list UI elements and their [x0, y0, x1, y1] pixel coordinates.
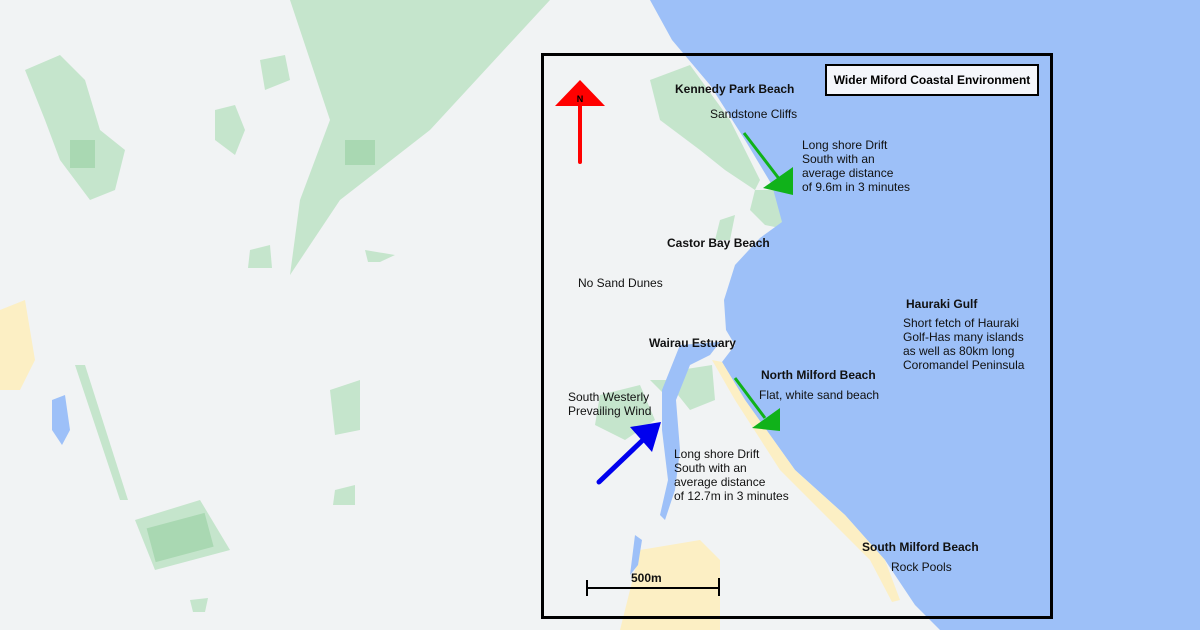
label-prevailing-wind: South Westerly Prevailing Wind [568, 390, 652, 418]
label-flat-sand-beach: Flat, white sand beach [759, 388, 880, 402]
north-arrow: N [555, 80, 605, 164]
park-areas [25, 0, 790, 612]
label-sandstone-cliffs: Sandstone Cliffs [710, 107, 798, 121]
stream [630, 535, 642, 575]
wairau-estuary [660, 342, 720, 520]
drift-arrow-north [742, 132, 793, 195]
label-drift-north: Long shore Drift South with an average d… [802, 138, 911, 194]
sand-beach [712, 360, 900, 602]
label-hauraki-description: Short fetch of Hauraki Golf-Has many isl… [903, 316, 1025, 372]
sand-area-south [620, 540, 720, 630]
north-arrow-icon [555, 80, 605, 106]
label-rock-pools: Rock Pools [891, 560, 952, 574]
scale-bar [586, 578, 720, 596]
hauraki-gulf-water [650, 0, 1200, 630]
label-no-sand-dunes: No Sand Dunes [578, 276, 663, 290]
sand-area-west [0, 300, 35, 390]
label-drift-south: Long shore Drift South with an average d… [674, 447, 789, 503]
label-north-milford-beach: North Milford Beach [761, 368, 876, 382]
lake [52, 395, 70, 445]
label-kennedy-park-beach: Kennedy Park Beach [675, 82, 795, 96]
north-label: N [577, 94, 584, 104]
label-wairau-estuary: Wairau Estuary [649, 336, 736, 350]
drift-arrow-south [733, 377, 780, 431]
label-castor-bay-beach: Castor Bay Beach [667, 236, 770, 250]
map-frame [541, 53, 1053, 619]
park-buildings [70, 140, 375, 563]
label-hauraki-gulf: Hauraki Gulf [906, 297, 978, 311]
scale-label: 500m [631, 571, 662, 585]
map-title: Wider Miford Coastal Environment [825, 64, 1039, 96]
wind-arrow [596, 422, 661, 485]
label-south-milford-beach: South Milford Beach [862, 540, 979, 554]
